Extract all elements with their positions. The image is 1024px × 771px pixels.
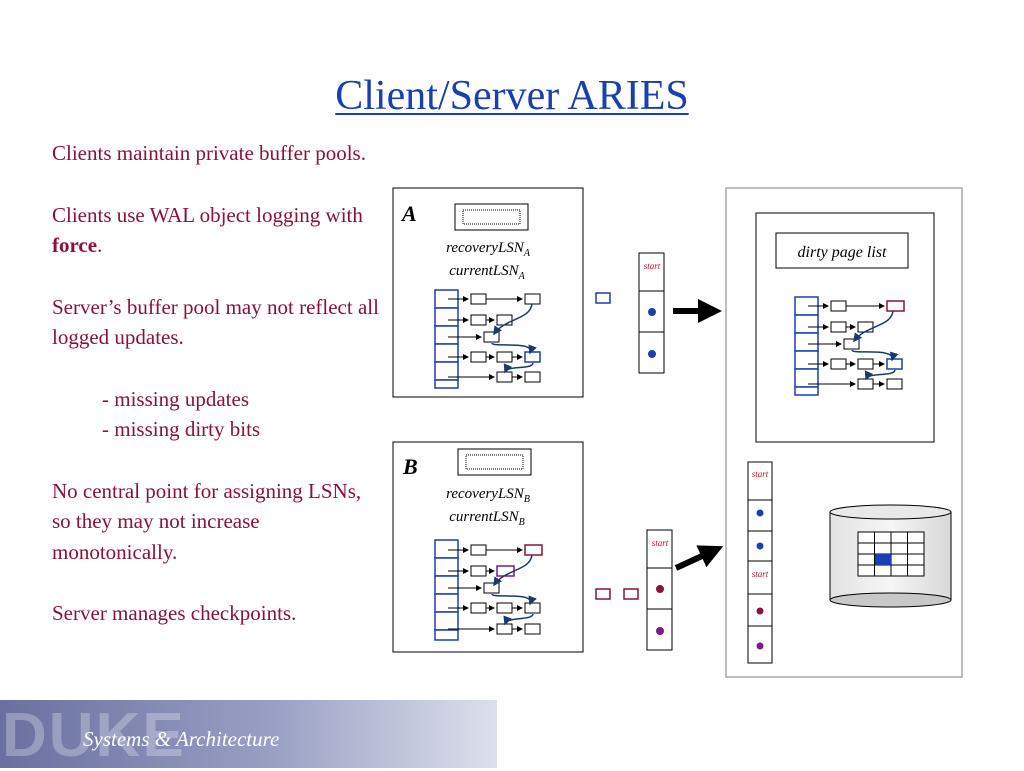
client-a-hash-table xyxy=(434,289,459,389)
client-b-hash-table xyxy=(434,539,459,641)
client-b-page-outgoing-1 xyxy=(595,588,611,600)
client-b: B recoveryLSNB currentLSNB xyxy=(392,441,584,653)
client-b-lsn-inner xyxy=(465,454,524,470)
bullet-server-checkpoints: Server manages checkpoints. xyxy=(52,601,297,625)
client-b-chains xyxy=(448,544,543,635)
client-a-log-record-2 xyxy=(648,350,656,358)
client-a-page-outgoing xyxy=(595,292,611,304)
client-a-log-record-1 xyxy=(648,308,656,316)
client-b-page-outgoing-2 xyxy=(623,588,639,600)
client-a-log: start xyxy=(638,252,665,374)
aries-diagram: A recoveryLSNA currentLSNA xyxy=(392,187,963,678)
client-b-link-1 xyxy=(493,554,533,587)
server-chains xyxy=(808,300,905,390)
client-b-log-record-1 xyxy=(656,585,664,593)
client-a-recovery-lsn: recoveryLSNA xyxy=(446,240,531,259)
client-b-log-record-2 xyxy=(656,627,664,635)
client-b-recovery-lsn: recoveryLSNB xyxy=(446,486,530,505)
server: dirty page list xyxy=(725,187,963,678)
server-log-start-b: start xyxy=(752,569,769,579)
bullet-wal-force: force xyxy=(52,233,98,257)
footer-caption: Systems & Architecture xyxy=(83,727,280,751)
server-log-start-a: start xyxy=(752,469,769,479)
server-log-record-a1 xyxy=(756,509,764,517)
client-a-link-1 xyxy=(493,303,533,336)
dirty-page-list-label: dirty page list xyxy=(798,244,887,261)
bullet-lsn-assignment: No central point for assigning LSNs, so … xyxy=(52,478,362,564)
bullet-server-buffer-pool: Server’s buffer pool may not reflect all… xyxy=(52,294,379,350)
client-a-chains xyxy=(448,293,541,383)
bullet-missing-dirty-bits: - missing dirty bits xyxy=(102,417,261,441)
server-link-2 xyxy=(851,349,899,362)
client-b-to-server-arrow xyxy=(674,545,724,571)
server-link-3 xyxy=(864,369,896,381)
bullet-private-buffer-pools: Clients maintain private buffer pools. xyxy=(52,141,366,165)
client-b-box xyxy=(392,441,584,653)
server-hash-table xyxy=(794,296,819,396)
client-b-current-lsn: currentLSNB xyxy=(449,509,525,528)
client-a-log-start: start xyxy=(644,261,661,271)
client-a-label: A xyxy=(400,201,417,226)
client-a: A recoveryLSNA currentLSNA xyxy=(392,187,584,398)
slide-title: Client/Server ARIES xyxy=(335,73,689,119)
bullet-wal-period: . xyxy=(97,233,103,257)
client-a-current-lsn: currentLSNA xyxy=(449,263,525,282)
bullet-text: Clients maintain private buffer pools. C… xyxy=(52,138,382,629)
disk-dirty-page xyxy=(875,554,891,565)
footer-band xyxy=(0,700,497,768)
client-a-link-3 xyxy=(503,362,534,374)
client-b-label: B xyxy=(402,454,418,479)
client-a-link-2 xyxy=(491,342,537,355)
bullet-missing-updates: - missing updates xyxy=(102,386,249,411)
server-link-1 xyxy=(853,310,894,343)
client-b-log-start: start xyxy=(652,538,669,548)
server-log: start start xyxy=(747,461,773,664)
client-b-log: start xyxy=(646,529,673,651)
client-b-link-2 xyxy=(491,593,537,606)
server-log-record-a2 xyxy=(756,542,764,550)
bullet-wal-text: Clients use WAL object logging with xyxy=(52,202,363,227)
disk-icon xyxy=(829,504,952,608)
bullet-wal-logging: Clients use WAL object logging with forc… xyxy=(52,200,382,261)
dirty-page-list-box xyxy=(775,232,909,269)
duke-logo: DUKE xyxy=(2,701,186,770)
server-log-record-b2 xyxy=(756,642,764,650)
server-log-record-b1 xyxy=(756,607,764,615)
client-b-link-3 xyxy=(503,613,534,626)
client-a-lsn-inner xyxy=(462,209,521,225)
